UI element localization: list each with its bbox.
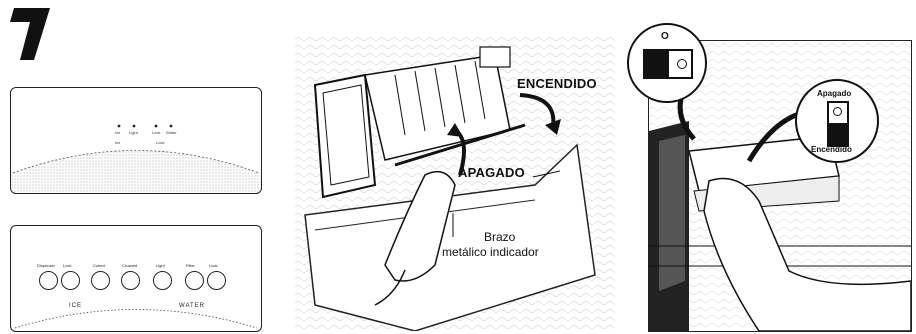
panel-top-label: Ice xyxy=(115,140,121,145)
switch-zoom-circle: O xyxy=(627,23,707,103)
switch-detail-circle: Apagado Encendido xyxy=(795,79,879,163)
control-panel-bottom: Dispenser Lock Cubed Crushed Light Filte… xyxy=(10,225,262,332)
label-encendido: ENCENDIDO xyxy=(517,76,597,91)
step-number-seven xyxy=(10,8,50,60)
panel-top-arc xyxy=(11,124,261,193)
switch-scene xyxy=(649,41,911,331)
control-panel-top: Ice Light Lock Water Ice Lock xyxy=(10,87,262,194)
button-label: Light xyxy=(156,263,165,268)
rocker-switch-zoom[interactable] xyxy=(643,49,693,79)
rocker-off-side xyxy=(645,51,669,77)
cubed-button[interactable] xyxy=(91,271,110,290)
label-apagado-small: Apagado xyxy=(817,89,852,98)
button-label: Crushed xyxy=(122,263,138,268)
button-label: Lock xyxy=(63,263,72,268)
arc-label-water: WATER xyxy=(179,303,205,309)
panel-top-label: Lock xyxy=(152,130,161,135)
button-label: Dispenser xyxy=(37,263,56,268)
arc-label-ice: ICE xyxy=(69,303,83,309)
switch-frame: O Apagado Encendido xyxy=(627,23,912,332)
filter-button[interactable] xyxy=(185,271,204,290)
panel-bottom-arc xyxy=(14,309,258,329)
label-metal-arm: metálico indicador xyxy=(442,245,539,259)
button-label: Lock xyxy=(209,263,218,268)
button-label: Filter xyxy=(186,263,195,268)
label-brazo: Brazo xyxy=(484,230,516,244)
panel-top-label: Water xyxy=(166,130,177,135)
label-apagado: APAGADO xyxy=(458,165,525,180)
rocker-top-dot xyxy=(833,107,842,116)
panel-top-label: Light xyxy=(129,130,138,135)
label-encendido-small: Encendido xyxy=(811,145,852,154)
dispenser-button[interactable] xyxy=(39,271,58,290)
rocker-on-dot xyxy=(677,59,687,69)
light-button[interactable] xyxy=(153,271,172,290)
lock-button-right[interactable] xyxy=(207,271,226,290)
crushed-button[interactable] xyxy=(121,271,140,290)
rocker-bottom-dark xyxy=(829,123,847,145)
button-label: Cubed xyxy=(93,263,105,268)
panel-top-label: Lock xyxy=(156,140,165,145)
lock-button[interactable] xyxy=(61,271,80,290)
panel-top-label: Ice xyxy=(115,130,121,135)
rocker-switch-detail[interactable] xyxy=(827,101,849,147)
icemaker-illustration xyxy=(295,35,615,331)
switch-zoom-label: O xyxy=(661,31,669,42)
